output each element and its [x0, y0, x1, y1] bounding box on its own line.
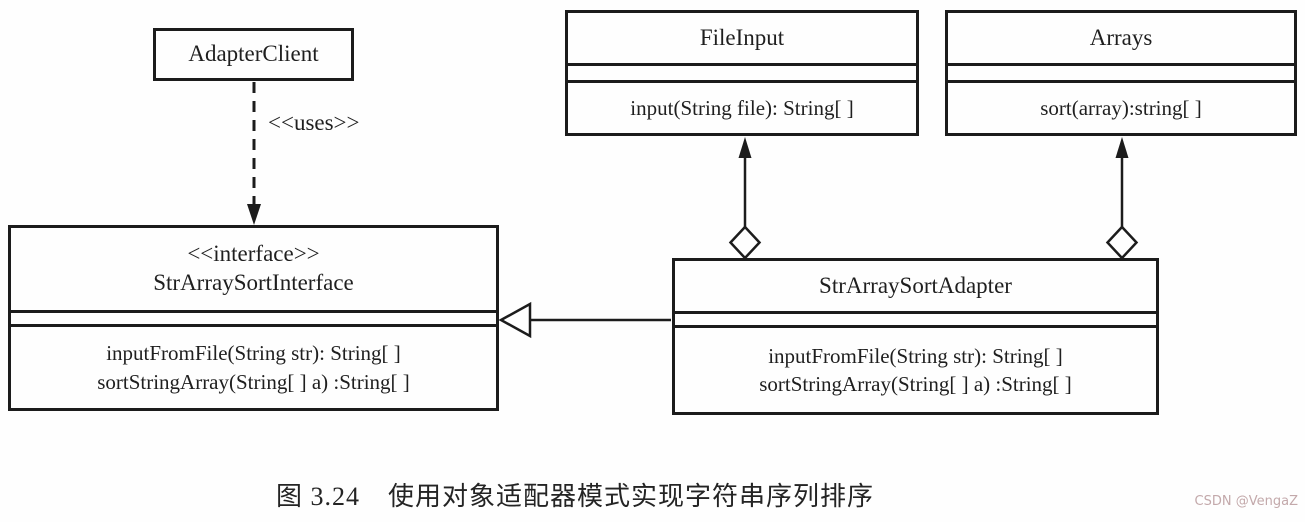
arrowhead-up-icon — [1115, 137, 1129, 158]
class-name: StrArraySortInterface — [153, 270, 354, 295]
aggregation-connector-fileinput — [728, 137, 762, 260]
interface-str-array-sort-interface: <<interface>> StrArraySortInterface inpu… — [8, 225, 499, 411]
aggregation-connector-arrays — [1105, 137, 1139, 260]
arrowhead-up-icon — [738, 137, 752, 158]
aggregation-diamond-icon — [728, 225, 762, 260]
methods-compartment: sort(array):string[ ] — [948, 80, 1294, 133]
attributes-compartment — [568, 63, 916, 80]
figure-number: 图 3.24 — [275, 482, 360, 511]
arrowhead-down-icon — [247, 204, 261, 225]
attributes-compartment — [948, 63, 1294, 80]
figure-title: 使用对象适配器模式实现字符串序列排序 — [388, 482, 875, 511]
methods-compartment: input(String file): String[ ] — [568, 80, 916, 133]
realization-arrow — [498, 301, 671, 339]
method-signature: input(String file): String[ ] — [630, 95, 854, 120]
class-arrays: Arrays sort(array):string[ ] — [945, 10, 1297, 136]
aggregation-diamond-icon — [1105, 225, 1139, 260]
class-name: Arrays — [1089, 24, 1153, 50]
class-adapter-client: AdapterClient — [153, 28, 354, 81]
figure-caption: 图 3.24 使用对象适配器模式实现字符串序列排序 — [0, 476, 1150, 513]
uses-stereotype-label: <<uses>> — [268, 110, 360, 135]
watermark-text: CSDN @VengaZ — [1194, 494, 1298, 509]
class-name: FileInput — [699, 24, 785, 50]
class-name: StrArraySortAdapter — [819, 272, 1012, 298]
method-signature: sort(array):string[ ] — [1040, 95, 1202, 120]
method-signature: sortStringArray(String[ ] a) :String[ ] — [97, 369, 410, 394]
method-signature: sortStringArray(String[ ] a) :String[ ] — [759, 372, 1072, 396]
class-name: AdapterClient — [188, 41, 319, 67]
class-str-array-sort-adapter: StrArraySortAdapter inputFromFile(String… — [672, 258, 1159, 415]
uses-dependency-arrow — [247, 82, 261, 225]
method-signature: inputFromFile(String str): String[ ] — [768, 343, 1063, 368]
attributes-compartment — [11, 310, 496, 324]
methods-compartment: inputFromFile(String str): String[ ] sor… — [11, 324, 496, 408]
class-file-input: FileInput input(String file): String[ ] — [565, 10, 919, 136]
method-signature: inputFromFile(String str): String[ ] — [106, 341, 401, 366]
hollow-triangle-left-icon — [498, 301, 532, 339]
stereotype-label: <<interface>> — [187, 241, 320, 267]
methods-compartment: inputFromFile(String str): String[ ] sor… — [675, 325, 1156, 412]
attributes-compartment — [675, 311, 1156, 325]
